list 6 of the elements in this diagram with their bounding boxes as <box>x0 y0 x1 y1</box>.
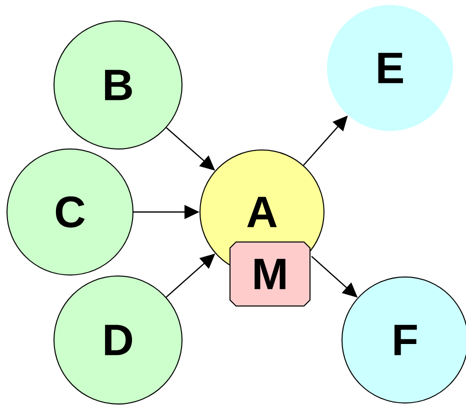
circle-node: E <box>327 5 453 131</box>
circle-node: D <box>54 276 182 404</box>
circle-node: C <box>6 148 134 276</box>
circle-node: B <box>54 20 182 150</box>
box-node: M <box>230 242 310 306</box>
circle-node: F <box>342 276 466 404</box>
